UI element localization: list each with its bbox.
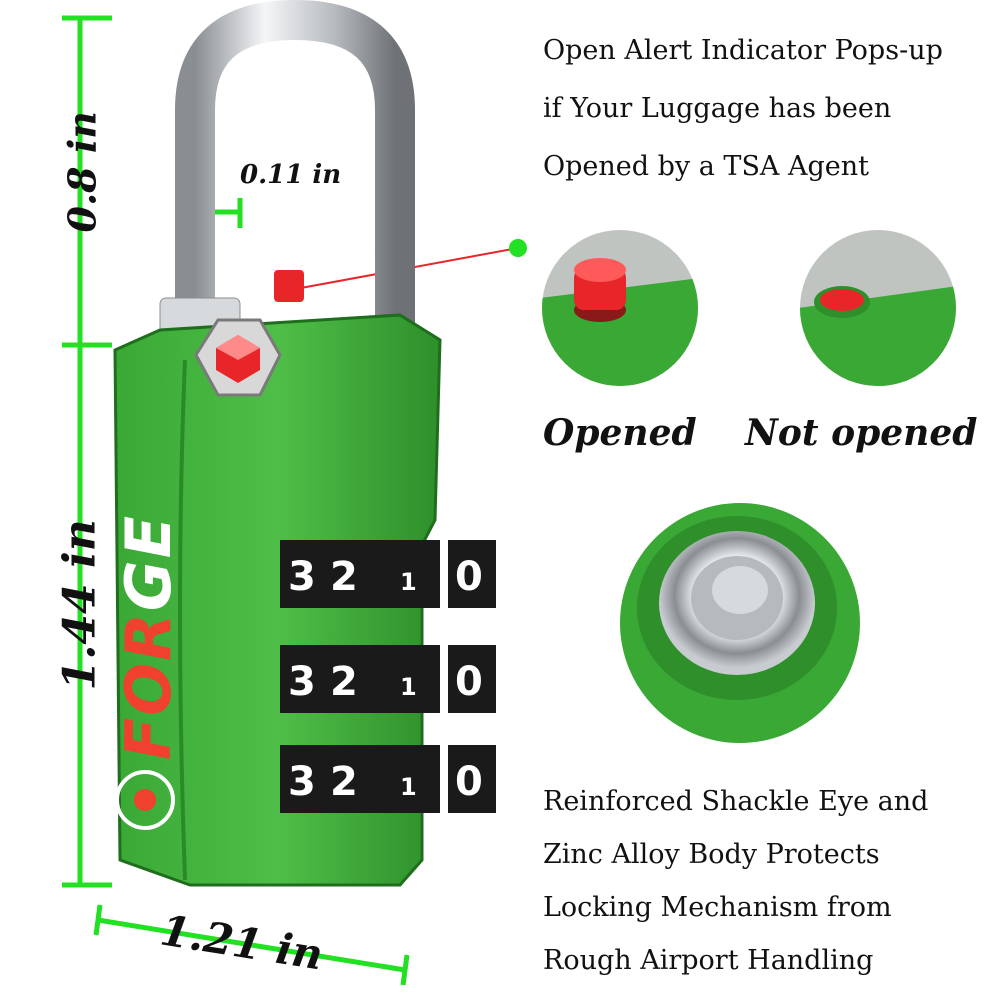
dial-2-digit-b: 2 [330,659,358,705]
dial-3-digit-b: 2 [330,759,358,805]
shackle-caption-line-2: Zinc Alloy Body Protects [543,839,880,870]
dial-1-digit-d: 0 [455,554,483,600]
dial-1-digit-c: 1 [400,568,417,596]
alert-caption-line-2: if Your Luggage has been [543,93,892,124]
padlock-illustration: FORGE 3 2 1 0 3 2 1 0 3 2 1 0 [112,0,496,887]
dial-3-digit-c: 1 [400,773,417,801]
dial-2-digit-d: 0 [455,659,483,705]
dial-3-digit-d: 0 [455,759,483,805]
tsa-emblem-icon [194,318,282,397]
shackle [175,0,415,360]
shackle-height-label: 0.8 in [59,111,105,233]
shackle-caption-line-1: Reinforced Shackle Eye and [543,786,929,817]
dial-2-digit-c: 1 [400,673,417,701]
brand-emblem-icon [115,770,175,830]
dial-1-digit-a: 3 [288,554,316,600]
shackle-caption: Reinforced Shackle Eye and Zinc Alloy Bo… [543,775,993,987]
dial-row-1 [280,540,496,608]
state-opened-label: Opened [543,412,697,454]
dial-3-digit-a: 3 [288,759,316,805]
dial-row-3 [280,745,496,813]
shackle-caption-line-3: Locking Mechanism from [543,892,892,923]
svg-text:FORGE: FORGE [112,514,185,760]
dial-1-digit-b: 2 [330,554,358,600]
dial-row-2 [280,645,496,713]
dial-2-digit-a: 3 [288,659,316,705]
indicator-not-opened-closeup [800,230,956,386]
alert-caption-line-1: Open Alert Indicator Pops-up [543,35,943,66]
state-not-opened-label: Not opened [745,412,978,454]
alert-caption: Open Alert Indicator Pops-up if Your Lug… [543,22,993,196]
indicator-opened-closeup [542,230,698,386]
body-height-label: 1.44 in [54,519,106,691]
brand-logo: FORGE [112,514,185,760]
shackle-caption-line-4: Rough Airport Handling [543,945,874,976]
shackle-eye-closeup [620,503,860,743]
open-indicator [274,270,304,302]
alert-caption-line-3: Opened by a TSA Agent [543,151,870,182]
shackle-width-label: 0.11 in [240,160,342,190]
